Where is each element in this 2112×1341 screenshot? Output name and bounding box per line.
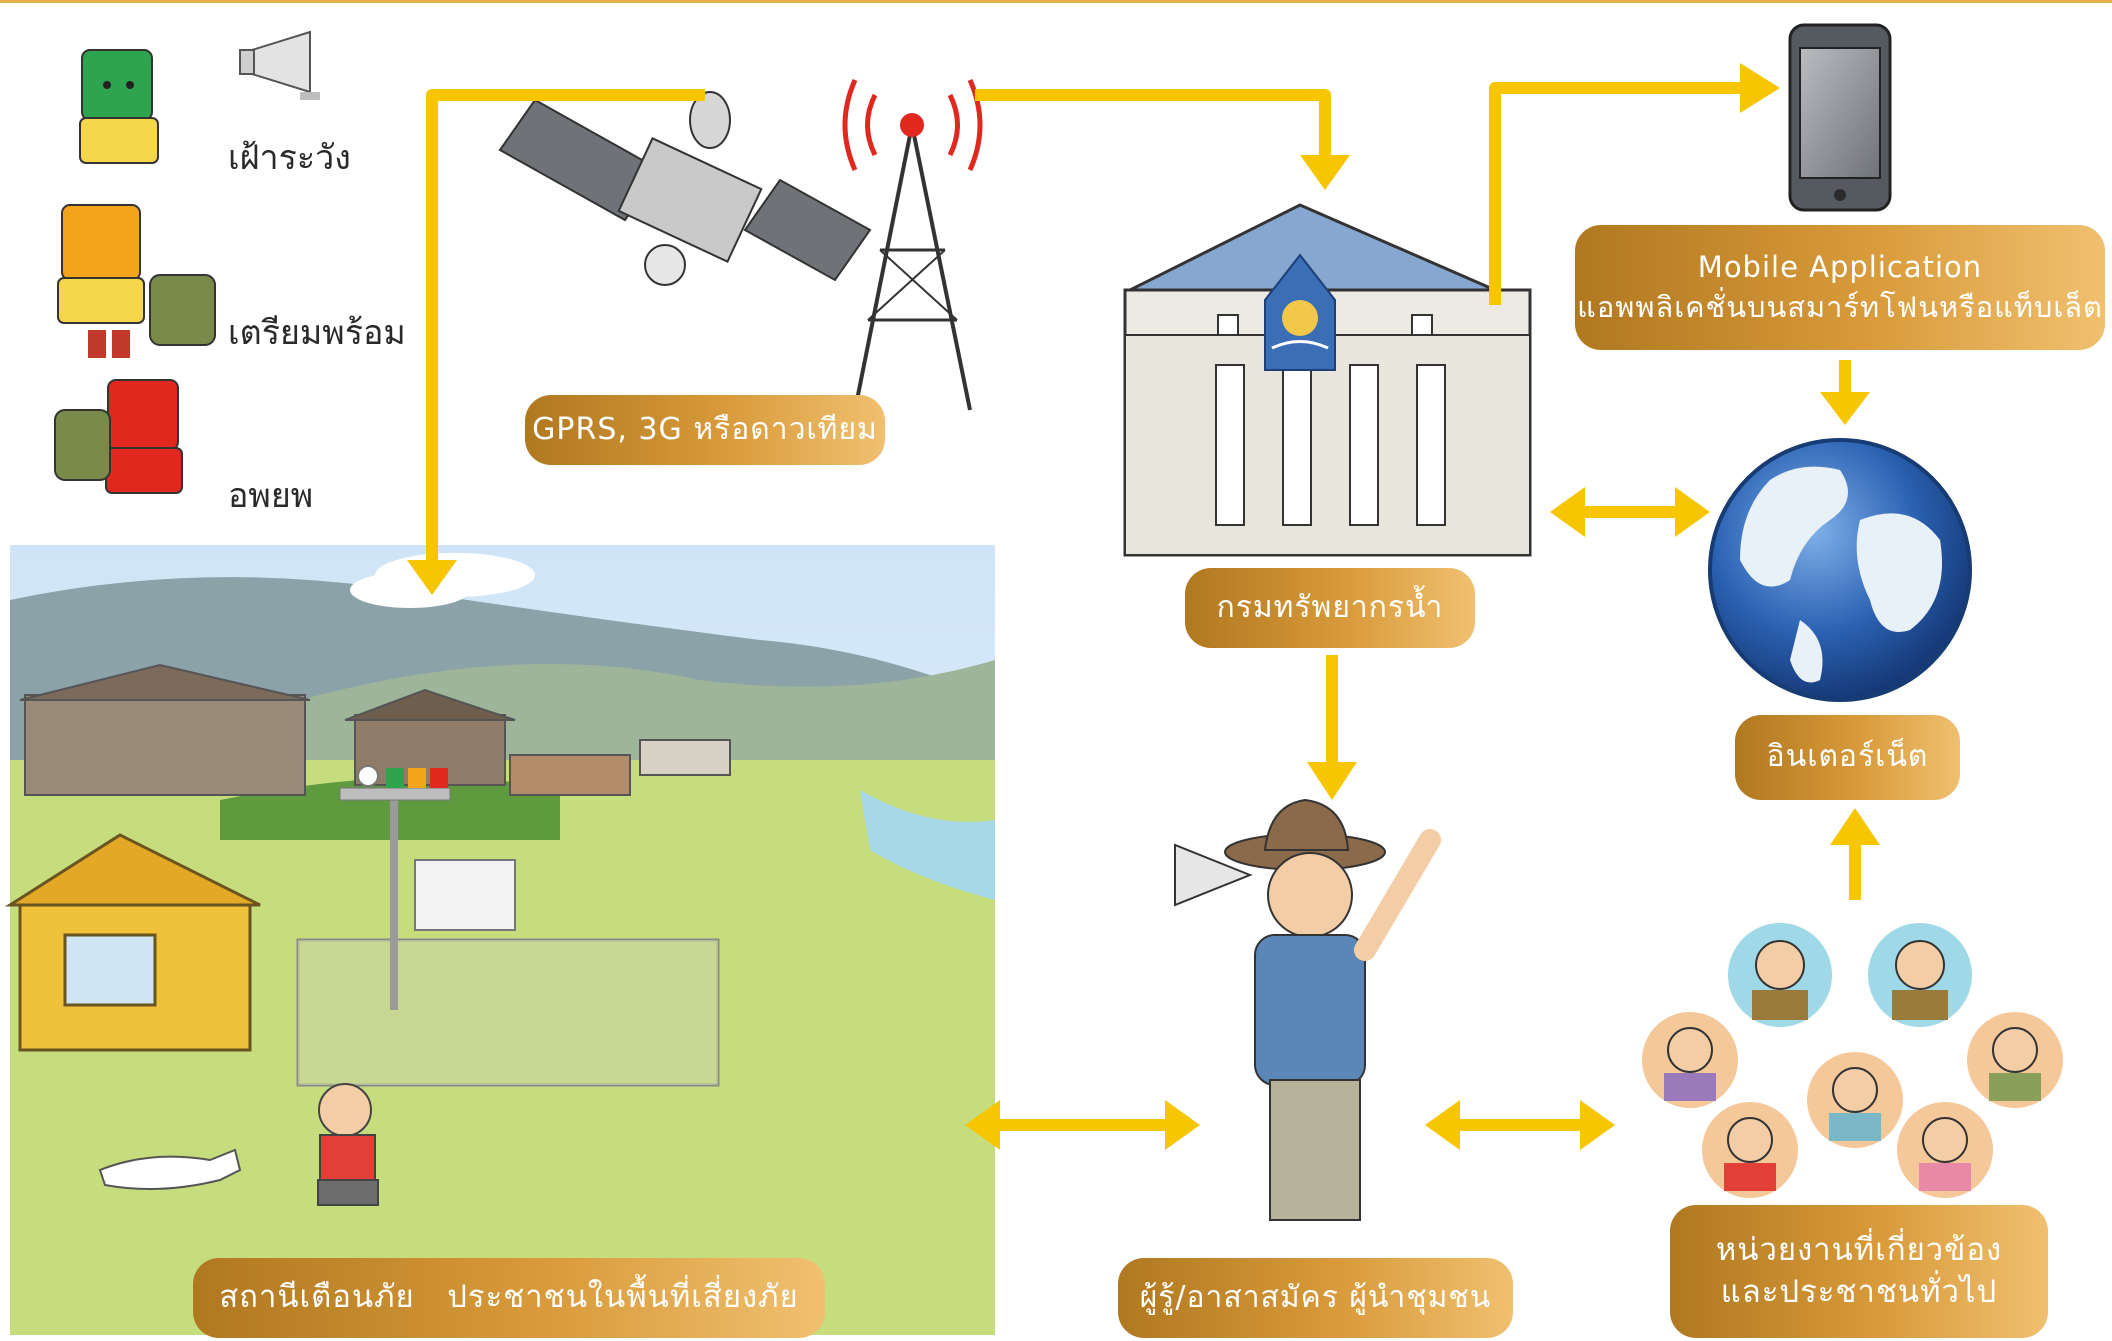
department-building-icon [1123, 203, 1532, 557]
arrow-department-internet-bidirectional [1550, 487, 1710, 537]
arrow-tower-to-department [975, 89, 1350, 190]
village-scene [4, 545, 995, 1335]
internet-text: อินเตอร์เน็ต [1766, 739, 1929, 775]
agencies-label: หน่วยงานที่เกี่ยวข้อง และประชาชนทั่วไป [1670, 1205, 2048, 1338]
station-label: สถานีเตือนภัย ประชาชนในพื้นที่เสี่ยงภัย [193, 1258, 825, 1338]
megaphone-siren-icon [239, 30, 320, 100]
arrow-volunteer-agencies-bidirectional [1425, 1100, 1615, 1150]
arrow-village-volunteer-bidirectional [965, 1100, 1200, 1150]
top-border [0, 0, 2112, 3]
arrow-app-to-internet [1820, 360, 1870, 425]
legend-evacuate-icon [54, 379, 183, 494]
people-group-icon [1642, 923, 2063, 1198]
volunteer-figure [1174, 798, 1441, 1221]
agencies-subtitle: และประชาชนทั่วไป [1720, 1273, 1998, 1310]
department-label: กรมทรัพยากรน้ำ [1185, 568, 1475, 648]
arrow-department-to-volunteer [1307, 655, 1357, 800]
volunteer-label: ผู้รู้/อาสาสมัคร ผู้นำชุมชน [1118, 1258, 1513, 1338]
arrow-agencies-to-internet [1830, 808, 1880, 900]
department-text: กรมทรัพยากรน้ำ [1216, 589, 1444, 625]
legend-label-watch: เฝ้าระวัง [228, 138, 351, 178]
department-logo [1264, 253, 1336, 371]
telemetry-text: GPRS, 3G หรือดาวเทียม [532, 411, 878, 447]
globe-icon [1708, 438, 1972, 702]
arrow-department-to-phone [1489, 63, 1780, 305]
smartphone-icon [1788, 23, 1892, 212]
mobile-app-label: Mobile Application แอพพลิเคชั่นบนสมาร์ทโ… [1575, 225, 2105, 350]
satellite-icon [498, 91, 872, 286]
telemetry-label: GPRS, 3G หรือดาวเทียม [525, 395, 885, 465]
mobile-app-subtitle: แอพพลิเคชั่นบนสมาร์ทโฟนหรือแท็บเล็ต [1577, 289, 2103, 324]
legend-label-evacuate: อพยพ [228, 476, 314, 516]
legend-label-prepare: เตรียมพร้อม [228, 313, 406, 353]
agencies-title: หน่วยงานที่เกี่ยวข้อง [1715, 1231, 2003, 1268]
station-text: สถานีเตือนภัย ประชาชนในพื้นที่เสี่ยงภัย [219, 1279, 799, 1316]
legend-watch-icon [79, 49, 159, 164]
volunteer-text: ผู้รู้/อาสาสมัคร ผู้นำชุมชน [1139, 1279, 1492, 1315]
cell-tower-icon [842, 78, 983, 411]
mobile-app-title: Mobile Application [1697, 250, 1983, 285]
internet-label: อินเตอร์เน็ต [1735, 715, 1960, 800]
arrow-satellite-to-village [407, 89, 705, 595]
legend-prepare-icon [57, 204, 216, 358]
